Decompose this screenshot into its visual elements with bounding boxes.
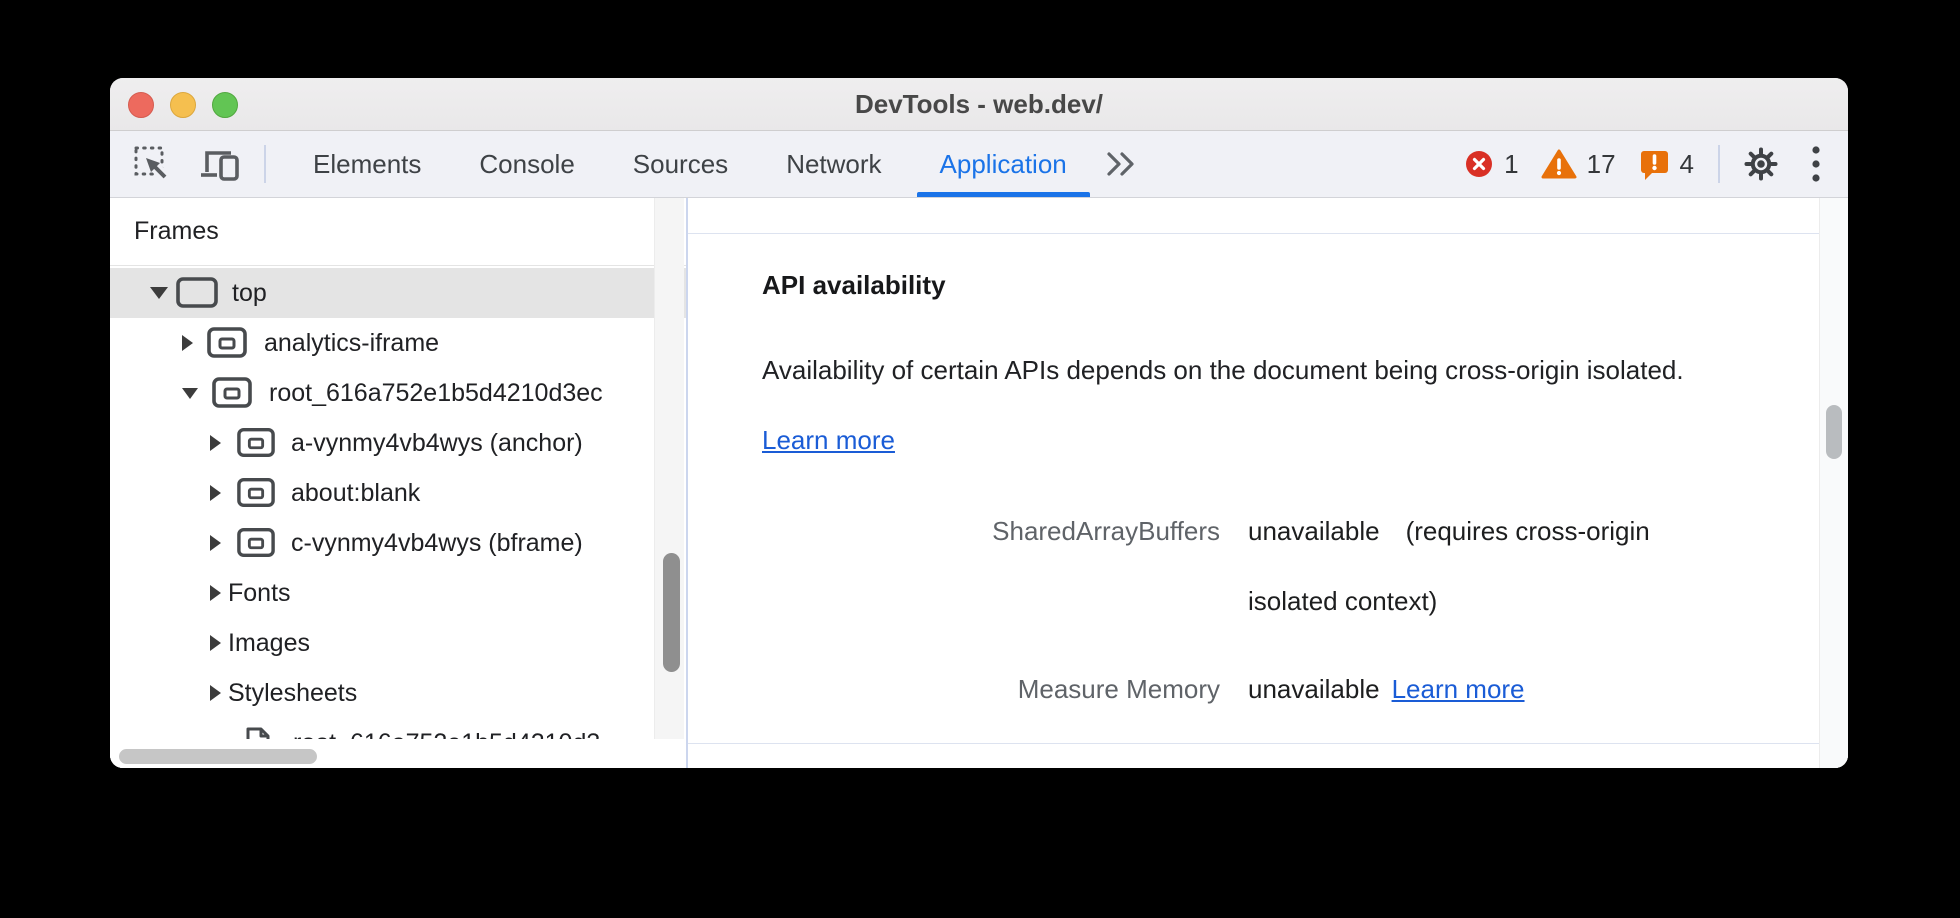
tree-item-label: analytics-iframe: [264, 328, 440, 357]
tree-item-label: Stylesheets: [228, 678, 358, 707]
expand-arrow-icon[interactable]: [182, 335, 193, 351]
sidebar-vertical-scrollbar[interactable]: [654, 198, 684, 739]
iframe-icon: [207, 327, 247, 359]
expand-arrow-icon[interactable]: [210, 485, 221, 501]
sidebar-horizontal-scrollbar[interactable]: [110, 739, 684, 768]
api-status: unavailable Learn more: [1248, 654, 1746, 724]
kebab-menu-icon: [1812, 146, 1820, 182]
tree-item-analytics-iframe[interactable]: analytics-iframe: [110, 318, 686, 368]
application-panel: Frames top analytics-iframe: [110, 198, 1848, 768]
tree-item-stylesheets[interactable]: Stylesheets: [110, 668, 686, 718]
iframe-icon: [237, 477, 275, 509]
inspect-element-button[interactable]: [132, 144, 172, 184]
tree-item-images[interactable]: Images: [110, 618, 686, 668]
tab-application[interactable]: Application: [911, 131, 1096, 197]
traffic-lights: [128, 92, 238, 118]
content-vertical-scrollbar-thumb[interactable]: [1826, 405, 1842, 459]
section-title: API availability: [762, 270, 946, 300]
sidebar-vertical-scrollbar-thumb[interactable]: [663, 553, 680, 672]
devtools-window: DevTools - web.dev/ Elements Console Sou…: [110, 78, 1848, 768]
close-button[interactable]: [128, 92, 154, 118]
iframe-icon: [237, 427, 275, 459]
tab-network[interactable]: Network: [786, 148, 882, 179]
api-availability-section: API availability Availability of certain…: [688, 233, 1820, 744]
chevron-double-right-icon: [1107, 152, 1134, 176]
collapse-arrow-icon[interactable]: [182, 387, 198, 399]
tree-item-root-document[interactable]: root_616a752e1b5d4210d3: [110, 718, 686, 739]
warning-badge[interactable]: 17: [1541, 148, 1616, 180]
sidebar-horizontal-scrollbar-thumb[interactable]: [119, 749, 317, 764]
collapse-arrow-icon[interactable]: [150, 287, 168, 299]
panel-tabs: Elements Console Sources Network Applica…: [284, 131, 1096, 197]
iframe-icon: [237, 527, 275, 559]
title-bar: DevTools - web.dev/: [110, 78, 1848, 131]
status-note: (requires cross-origin isolated context): [1248, 516, 1650, 616]
device-toolbar-icon: [201, 151, 239, 181]
tree-item-fonts[interactable]: Fonts: [110, 568, 686, 618]
tree-item-label: Fonts: [228, 578, 291, 607]
tree-item-label: top: [232, 278, 267, 307]
learn-more-link[interactable]: Learn more: [762, 425, 895, 455]
api-name: SharedArrayBuffers: [992, 516, 1220, 546]
toolbar-right-group: 1 17 4: [1464, 143, 1822, 185]
frame-icon: [176, 277, 218, 309]
tree-item-top[interactable]: top: [110, 268, 686, 318]
inspect-element-icon: [134, 146, 171, 183]
error-icon: [1466, 151, 1493, 177]
status-value: unavailable: [1248, 516, 1380, 546]
devtools-toolbar: Elements Console Sources Network Applica…: [110, 131, 1848, 198]
iframe-icon: [212, 377, 252, 409]
error-count: 1: [1504, 148, 1519, 179]
tab-elements[interactable]: Elements: [313, 148, 422, 179]
content-vertical-scrollbar[interactable]: [1819, 198, 1848, 768]
report-row-sharedarraybuffers: SharedArrayBuffers unavailable(requires …: [762, 496, 1746, 636]
settings-button[interactable]: [1740, 143, 1782, 185]
toolbar-separator: [1718, 145, 1720, 183]
window-title: DevTools - web.dev/: [854, 88, 1103, 119]
api-name: Measure Memory: [1017, 674, 1220, 704]
expand-arrow-icon[interactable]: [210, 635, 221, 651]
frames-section-header: Frames: [110, 198, 686, 266]
toolbar-separator: [264, 145, 266, 183]
customize-menu-button[interactable]: [1810, 143, 1822, 185]
tree-item-about-blank[interactable]: about:blank: [110, 468, 686, 518]
report-row-measure-memory: Measure Memory unavailable Learn more: [762, 654, 1746, 724]
device-toolbar-button[interactable]: [198, 144, 242, 184]
tree-item-label: Images: [228, 628, 310, 657]
warning-count: 17: [1586, 148, 1616, 179]
expand-arrow-icon[interactable]: [210, 685, 221, 701]
tree-item-label: root_616a752e1b5d4210d3ec: [269, 378, 603, 407]
minimize-button[interactable]: [170, 92, 196, 118]
gear-icon: [1744, 147, 1778, 181]
tree-item-label: a-vynmy4vb4wys (anchor): [291, 428, 583, 457]
document-icon: [245, 727, 271, 739]
tree-item-label: root_616a752e1b5d4210d3: [293, 729, 600, 740]
warning-icon: [1541, 149, 1577, 179]
tab-console[interactable]: Console: [479, 148, 575, 179]
api-report: SharedArrayBuffers unavailable(requires …: [762, 496, 1746, 724]
issues-count: 4: [1679, 148, 1694, 179]
tree-item-anchor-frame[interactable]: a-vynmy4vb4wys (anchor): [110, 418, 686, 468]
tree-item-label: c-vynmy4vb4wys (bframe): [291, 528, 583, 557]
issues-badge[interactable]: 4: [1638, 149, 1694, 180]
status-value: unavailable: [1248, 674, 1380, 704]
expand-arrow-icon[interactable]: [210, 585, 221, 601]
frames-tree: top analytics-iframe root_616a752e1b5d42…: [110, 266, 686, 739]
tree-item-bframe[interactable]: c-vynmy4vb4wys (bframe): [110, 518, 686, 568]
zoom-button[interactable]: [212, 92, 238, 118]
description-text: Availability of certain APIs depends on …: [762, 355, 1684, 385]
tree-item-root-frame[interactable]: root_616a752e1b5d4210d3ec: [110, 368, 686, 418]
section-description: Availability of certain APIs depends on …: [762, 335, 1737, 475]
expand-arrow-icon[interactable]: [210, 435, 221, 451]
issues-icon: [1640, 150, 1668, 180]
tab-sources[interactable]: Sources: [632, 148, 729, 179]
frames-sidebar: Frames top analytics-iframe: [110, 198, 688, 768]
expand-arrow-icon[interactable]: [210, 535, 221, 551]
tree-item-label: about:blank: [291, 478, 421, 507]
learn-more-link[interactable]: Learn more: [1391, 674, 1525, 704]
error-badge[interactable]: 1: [1464, 148, 1519, 180]
more-tabs-button[interactable]: [1106, 150, 1136, 178]
api-availability-panel: API availability Availability of certain…: [688, 198, 1848, 768]
api-status: unavailable(requires cross-origin isolat…: [1248, 496, 1746, 636]
